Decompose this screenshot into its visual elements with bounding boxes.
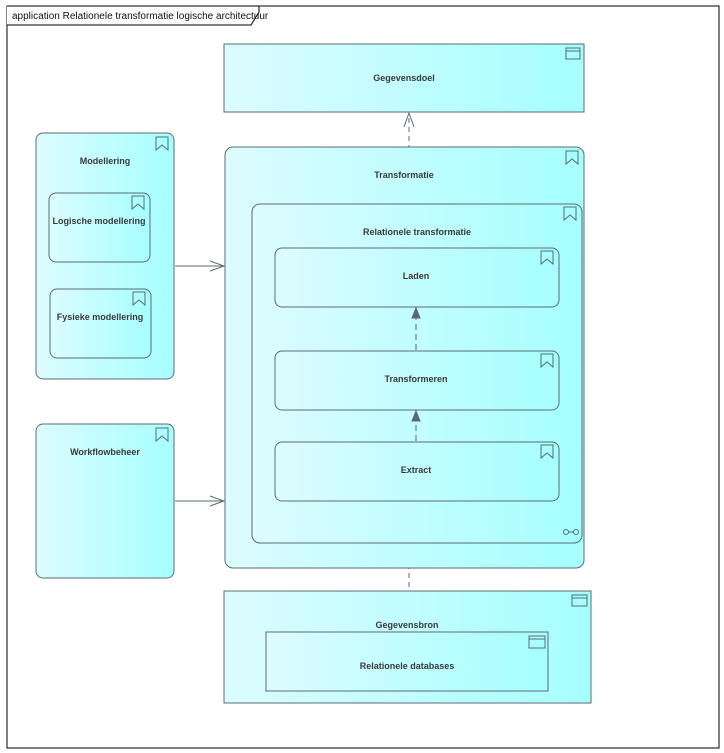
- node-logische-modellering[interactable]: Logische modellering: [48, 192, 151, 263]
- node-label: Gegevensdoel: [373, 73, 435, 83]
- business-function-icon: [155, 136, 169, 152]
- business-function-icon: [540, 444, 554, 460]
- data-object-icon: [565, 47, 581, 60]
- node-label: Extract: [401, 465, 432, 475]
- node-label: Relationele databases: [360, 661, 455, 671]
- node-label: Modellering: [80, 156, 131, 166]
- node-label: Transformeren: [384, 374, 447, 384]
- node-extract[interactable]: Extract: [274, 441, 560, 502]
- node-transformeren[interactable]: Transformeren: [274, 350, 560, 411]
- node-label: Workflowbeheer: [70, 447, 140, 457]
- composite-link-icon: [563, 529, 579, 535]
- node-label: Fysieke modellering: [57, 312, 144, 322]
- node-label: Transformatie: [374, 170, 434, 180]
- node-fysieke-modellering[interactable]: Fysieke modellering: [49, 288, 152, 359]
- node-workflowbeheer[interactable]: Workflowbeheer: [35, 423, 175, 579]
- business-function-icon: [540, 353, 554, 369]
- node-label: Laden: [403, 271, 430, 281]
- node-label: Gegevensbron: [375, 620, 438, 630]
- node-gegevensdoel[interactable]: Gegevensdoel: [223, 43, 585, 113]
- business-function-icon: [565, 150, 579, 166]
- node-laden[interactable]: Laden: [274, 247, 560, 308]
- data-object-icon: [528, 635, 546, 649]
- business-function-icon: [540, 250, 554, 266]
- business-function-icon: [132, 291, 146, 307]
- node-label: Logische modellering: [52, 216, 145, 226]
- business-function-icon: [131, 195, 145, 211]
- node-relationele-databases[interactable]: Relationele databases: [265, 631, 549, 692]
- node-label: Relationele transformatie: [363, 227, 471, 237]
- frame-title: application Relationele transformatie lo…: [12, 11, 269, 22]
- data-object-icon: [571, 594, 588, 607]
- business-function-icon: [563, 206, 577, 222]
- business-function-icon: [155, 427, 169, 443]
